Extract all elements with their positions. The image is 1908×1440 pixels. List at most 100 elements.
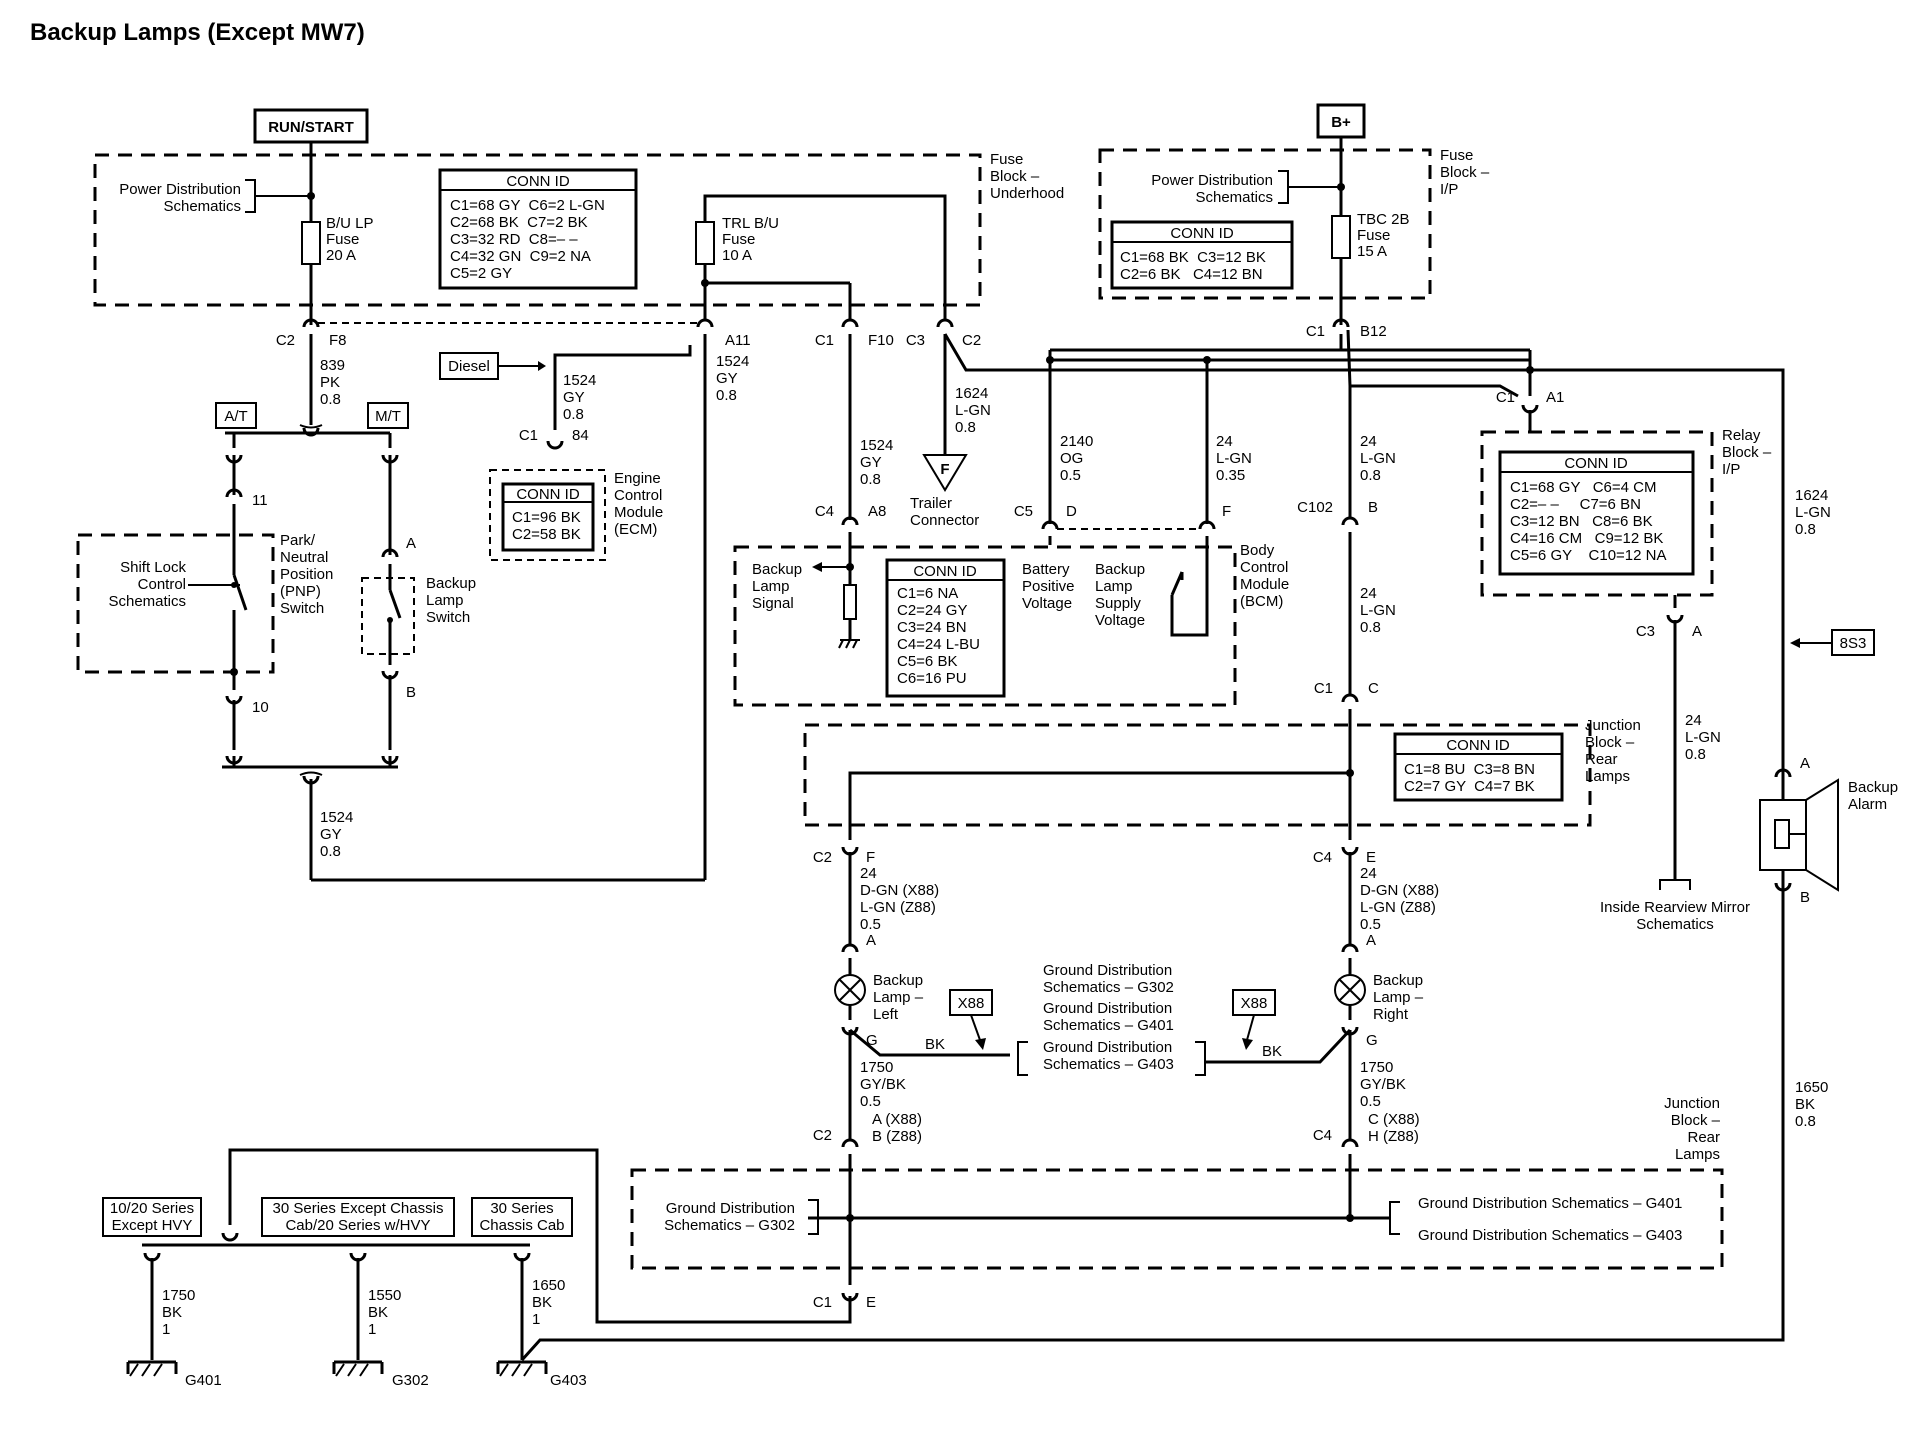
svg-text:24D-GN (X88)L-GN (Z88)0.5: 24D-GN (X88)L-GN (Z88)0.5 xyxy=(1360,865,1439,933)
svg-text:A: A xyxy=(1800,755,1810,772)
fuse-tbc-2b xyxy=(1331,215,1351,259)
svg-text:8S3: 8S3 xyxy=(1840,635,1867,652)
svg-text:A/T: A/T xyxy=(224,408,247,425)
svg-text:CONN ID: CONN ID xyxy=(1446,737,1510,754)
svg-text:B+: B+ xyxy=(1331,114,1351,131)
svg-text:CONN ID: CONN ID xyxy=(1564,455,1628,472)
svg-text:C4: C4 xyxy=(815,503,834,520)
svg-text:G403: G403 xyxy=(550,1372,587,1389)
fuse-bu-lp xyxy=(301,221,321,265)
svg-text:CONN ID: CONN ID xyxy=(913,563,977,580)
svg-text:C102: C102 xyxy=(1297,499,1333,516)
svg-text:A1: A1 xyxy=(1546,389,1564,406)
svg-text:C1: C1 xyxy=(815,332,834,349)
svg-text:G: G xyxy=(866,1032,878,1049)
svg-text:G302: G302 xyxy=(392,1372,429,1389)
svg-text:10: 10 xyxy=(252,699,269,716)
svg-text:C2: C2 xyxy=(813,849,832,866)
svg-text:C3: C3 xyxy=(1636,623,1655,640)
svg-text:C2: C2 xyxy=(813,1127,832,1144)
svg-text:BK: BK xyxy=(925,1036,945,1053)
underhood-connectors: C2 F8 A11 C1 F10 C3 C2 xyxy=(276,318,981,349)
svg-text:84: 84 xyxy=(572,427,589,444)
svg-text:E: E xyxy=(1366,849,1376,866)
svg-text:G401: G401 xyxy=(185,1372,222,1389)
svg-text:CONN ID: CONN ID xyxy=(1170,225,1234,242)
svg-text:A8: A8 xyxy=(868,503,886,520)
svg-text:A11: A11 xyxy=(725,332,751,349)
svg-text:C1: C1 xyxy=(519,427,538,444)
svg-text:D: D xyxy=(1066,503,1077,520)
svg-text:C4: C4 xyxy=(1313,1127,1332,1144)
svg-text:A: A xyxy=(406,535,416,552)
svg-text:C3: C3 xyxy=(906,332,925,349)
svg-text:24L-GN0.8: 24L-GN0.8 xyxy=(1360,433,1396,484)
svg-text:G: G xyxy=(1366,1032,1378,1049)
b-plus-source: B+ xyxy=(1316,103,1366,150)
svg-text:24L-GN0.8: 24L-GN0.8 xyxy=(1685,712,1721,763)
svg-text:B: B xyxy=(406,684,416,701)
svg-text:A: A xyxy=(1366,932,1376,949)
svg-text:C1: C1 xyxy=(1306,323,1325,340)
at-mt-labels: A/T M/T xyxy=(215,402,409,429)
ground-icon xyxy=(496,1360,548,1378)
ground-icon xyxy=(332,1360,384,1378)
svg-text:24L-GN0.35: 24L-GN0.35 xyxy=(1216,433,1252,484)
svg-text:C1: C1 xyxy=(1496,389,1515,406)
svg-text:B12: B12 xyxy=(1360,323,1387,340)
diesel-label xyxy=(439,352,499,380)
svg-text:Diesel: Diesel xyxy=(448,358,490,375)
svg-text:F10: F10 xyxy=(868,332,894,349)
junction-block-bottom: C2 A (X88)B (Z88) C4 C (X88)H (Z88) Grou… xyxy=(228,1095,1724,1324)
